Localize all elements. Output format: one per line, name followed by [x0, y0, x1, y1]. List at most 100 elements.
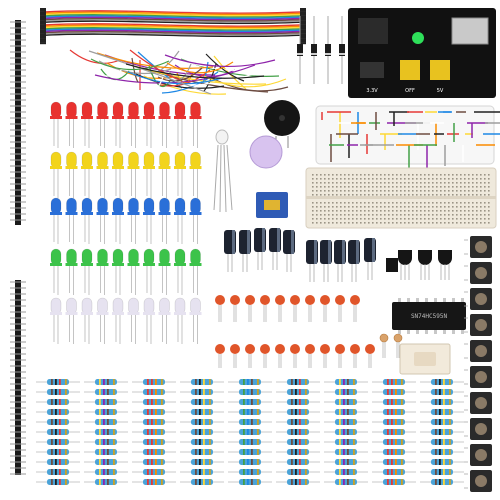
breadboard-hole — [344, 186, 346, 188]
button-cap — [475, 423, 487, 435]
breadboard-hole — [444, 222, 446, 224]
resistor-band — [99, 479, 101, 485]
breadboard-hole — [468, 210, 470, 212]
breadboard-hole — [432, 210, 434, 212]
breadboard-hole — [428, 182, 430, 184]
breadboard-hole — [392, 182, 394, 184]
resistor-band — [387, 389, 389, 395]
resistor-band — [291, 449, 293, 455]
breadboard-hole — [408, 186, 410, 188]
resistor-band — [299, 399, 301, 405]
breadboard-hole — [416, 206, 418, 208]
jumper-wire — [205, 53, 245, 82]
resistor-band — [295, 449, 297, 455]
led-rim — [65, 212, 78, 215]
breadboard-hole — [356, 214, 358, 216]
breadboard-hole — [480, 190, 482, 192]
breadboard-hole — [312, 174, 314, 176]
breadboard-hole — [392, 222, 394, 224]
led-rim — [158, 263, 171, 266]
resistor-band — [443, 429, 445, 435]
led-rim — [65, 116, 78, 119]
led-rim — [112, 116, 124, 119]
breadboard-hole — [448, 194, 450, 196]
resistor-band — [113, 479, 115, 485]
resistor-band — [387, 409, 389, 415]
breadboard-hole — [472, 190, 474, 192]
breadboard-hole — [476, 178, 478, 180]
breadboard-hole — [428, 178, 430, 180]
dupont-connector — [40, 33, 46, 36]
led-rim — [174, 312, 186, 315]
led-red — [159, 101, 170, 119]
dupont-connector — [300, 26, 306, 28]
resistor-band — [449, 459, 451, 465]
breadboard-hole — [460, 194, 462, 196]
resistor-band — [195, 379, 197, 385]
resistor-band — [151, 379, 153, 385]
breadboard-hole — [344, 178, 346, 180]
resistor-band — [449, 479, 451, 485]
resistor-band — [353, 409, 355, 415]
breadboard-hole — [372, 174, 374, 176]
breadboard-hole — [380, 186, 382, 188]
breadboard-hole — [368, 206, 370, 208]
breadboard-hole — [336, 194, 338, 196]
resistor-band — [343, 409, 345, 415]
breadboard-hole — [488, 178, 490, 180]
dupont-wire — [43, 19, 301, 23]
breadboard-hole — [312, 210, 314, 212]
resistor-band — [343, 449, 345, 455]
led-rim — [189, 116, 202, 119]
breadboard-hole — [380, 190, 382, 192]
breadboard-hole — [344, 206, 346, 208]
breadboard-hole — [448, 222, 450, 224]
breadboard-hole — [328, 178, 330, 180]
resistor-band — [291, 439, 293, 445]
breadboard-hole — [364, 214, 366, 216]
breadboard-hole — [320, 174, 322, 176]
led-rim — [65, 263, 78, 266]
breadboard-hole — [432, 190, 434, 192]
led-rim — [158, 212, 171, 215]
resistor-band — [443, 419, 445, 425]
led-green — [66, 248, 77, 266]
breadboard-hole — [336, 174, 338, 176]
resistor-band — [99, 449, 101, 455]
ceramic-capacitor — [230, 295, 240, 305]
resistor-band — [291, 429, 293, 435]
resistor-band — [387, 419, 389, 425]
resistor-band — [395, 469, 397, 475]
breadboard-hole — [388, 190, 390, 192]
led-blue — [174, 197, 186, 215]
breadboard-hole — [340, 186, 342, 188]
diode-body — [311, 44, 317, 56]
resistor-band — [439, 449, 441, 455]
ceramic-capacitor — [335, 295, 345, 305]
breadboard-hole — [460, 206, 462, 208]
breadboard-hole — [484, 178, 486, 180]
resistor-band — [347, 459, 349, 465]
power-label-3v3: 3.3V — [366, 88, 378, 94]
breadboard-hole — [372, 206, 374, 208]
breadboard-hole — [472, 210, 474, 212]
jumper-wire — [88, 50, 212, 95]
breadboard-hole — [356, 178, 358, 180]
resistor-band — [305, 399, 307, 405]
breadboard-hole — [448, 202, 450, 204]
resistor-band — [113, 389, 115, 395]
breadboard-hole — [348, 206, 350, 208]
breadboard-hole — [444, 210, 446, 212]
resistor-band — [195, 399, 197, 405]
breadboard-hole — [400, 214, 402, 216]
breadboard-hole — [328, 218, 330, 220]
breadboard-hole — [320, 214, 322, 216]
resistor-band — [151, 419, 153, 425]
breadboard-hole — [452, 210, 454, 212]
transistor-body — [386, 258, 398, 272]
resistor-band — [199, 419, 201, 425]
resistor-band — [155, 409, 157, 415]
potentiometer — [256, 192, 288, 218]
led-blue — [81, 197, 93, 215]
resistor-band — [291, 479, 293, 485]
